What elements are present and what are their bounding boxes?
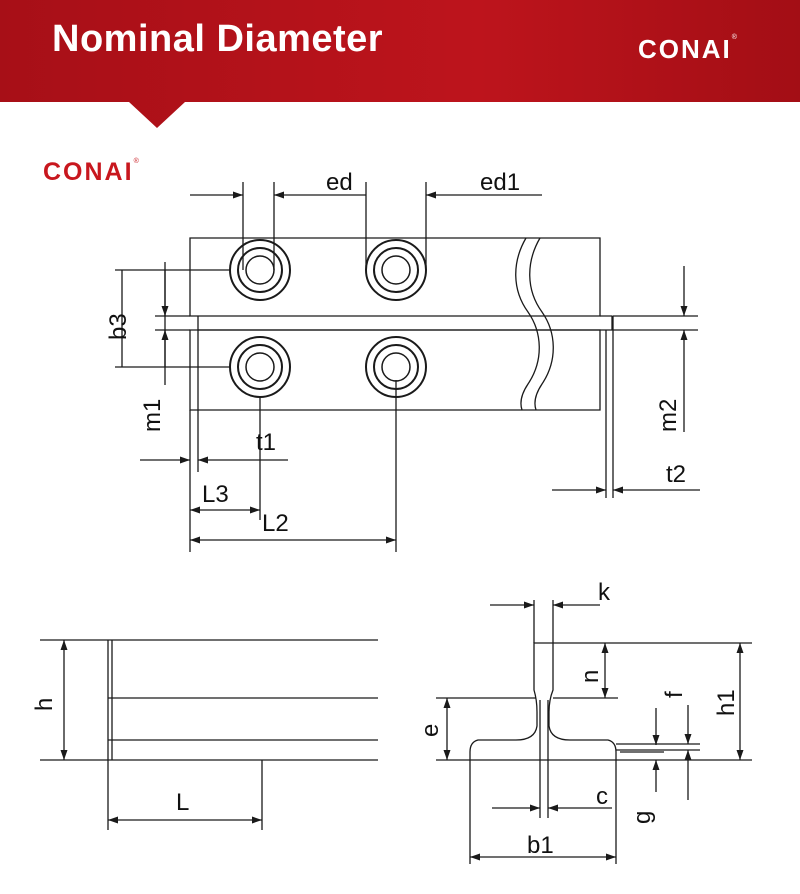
side-view [40, 639, 378, 830]
t-profile-outline [469, 642, 617, 761]
label-ed: ed [326, 169, 353, 196]
label-L: L [176, 789, 189, 816]
hole-bottom-left [229, 336, 291, 398]
label-k: k [598, 579, 611, 606]
banner-shape [0, 0, 800, 128]
label-g: g [629, 811, 656, 824]
label-L3: L3 [202, 481, 229, 508]
break-line-1 [515, 237, 540, 411]
top-view [115, 182, 700, 552]
label-t2: t2 [666, 461, 686, 488]
header-banner [0, 0, 800, 128]
brand-logo-header: CONAI® [638, 34, 737, 65]
label-b1: b1 [527, 832, 554, 859]
label-e: e [417, 724, 444, 737]
brand-logo: CONAI® [43, 158, 139, 187]
label-L2: L2 [262, 510, 289, 537]
label-f: f [661, 691, 688, 698]
label-h: h [31, 698, 58, 711]
page-title: Nominal Diameter [52, 18, 384, 60]
registered-mark: ® [133, 158, 139, 165]
label-m2: m2 [655, 399, 682, 432]
label-m1: m1 [139, 399, 166, 432]
brand-logo-text: CONAI [43, 158, 134, 186]
hole-top-right [365, 239, 427, 301]
label-c: c [596, 783, 608, 810]
label-h1: h1 [713, 689, 740, 716]
right-step [600, 315, 613, 331]
label-ed1: ed1 [480, 169, 520, 196]
label-b3: b3 [105, 313, 132, 340]
hole-top-left [229, 239, 291, 301]
registered-mark: ® [731, 34, 737, 41]
label-n: n [577, 670, 604, 683]
t-profile-view [436, 600, 752, 864]
brand-logo-text: CONAI [638, 34, 732, 64]
label-t1: t1 [256, 429, 276, 456]
break-line-2 [529, 237, 554, 411]
